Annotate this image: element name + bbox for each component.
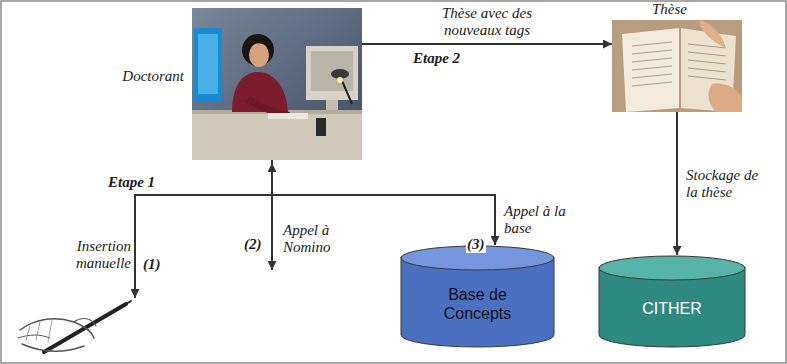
- cither-cylinder: CITHER: [598, 255, 746, 348]
- node-heading: Thèse: [652, 1, 687, 18]
- doctorant-node: Doctorant: [192, 8, 362, 160]
- node-heading: Doctorant: [122, 68, 184, 85]
- callout-number: (3): [466, 236, 486, 253]
- callout-number: (2): [243, 236, 263, 253]
- edge-label: Appel à la base: [503, 203, 575, 237]
- cylinder-text-area: Base de Concepts: [400, 267, 555, 340]
- step-label: Etape 2: [412, 50, 461, 67]
- edge-label: Stockage de la thèse: [685, 167, 769, 201]
- doctorant-photo: [192, 8, 362, 160]
- cylinder-top: [599, 256, 745, 280]
- action-label: Insertion manuelle: [40, 238, 132, 272]
- cylinder-label: CITHER: [642, 299, 702, 318]
- pen-sketch: [18, 301, 131, 352]
- concept-base-cylinder: Base de Concepts: [400, 245, 555, 348]
- cylinder-label: Base de Concepts: [418, 285, 537, 323]
- step-label: Etape 1: [107, 174, 156, 191]
- thesis-photo: [612, 20, 742, 112]
- action-label: Appel à Nomino: [282, 222, 362, 256]
- cylinder-text-area: CITHER: [598, 277, 746, 340]
- connector-arrow: [676, 112, 678, 255]
- connector-arrow: [362, 43, 612, 45]
- callout-number: (1): [142, 256, 162, 273]
- edge-label: Thèse avec des nouveaux tags: [416, 5, 558, 39]
- manual-insert-arrow: [135, 195, 272, 298]
- thesis-node: Thèse: [612, 20, 742, 112]
